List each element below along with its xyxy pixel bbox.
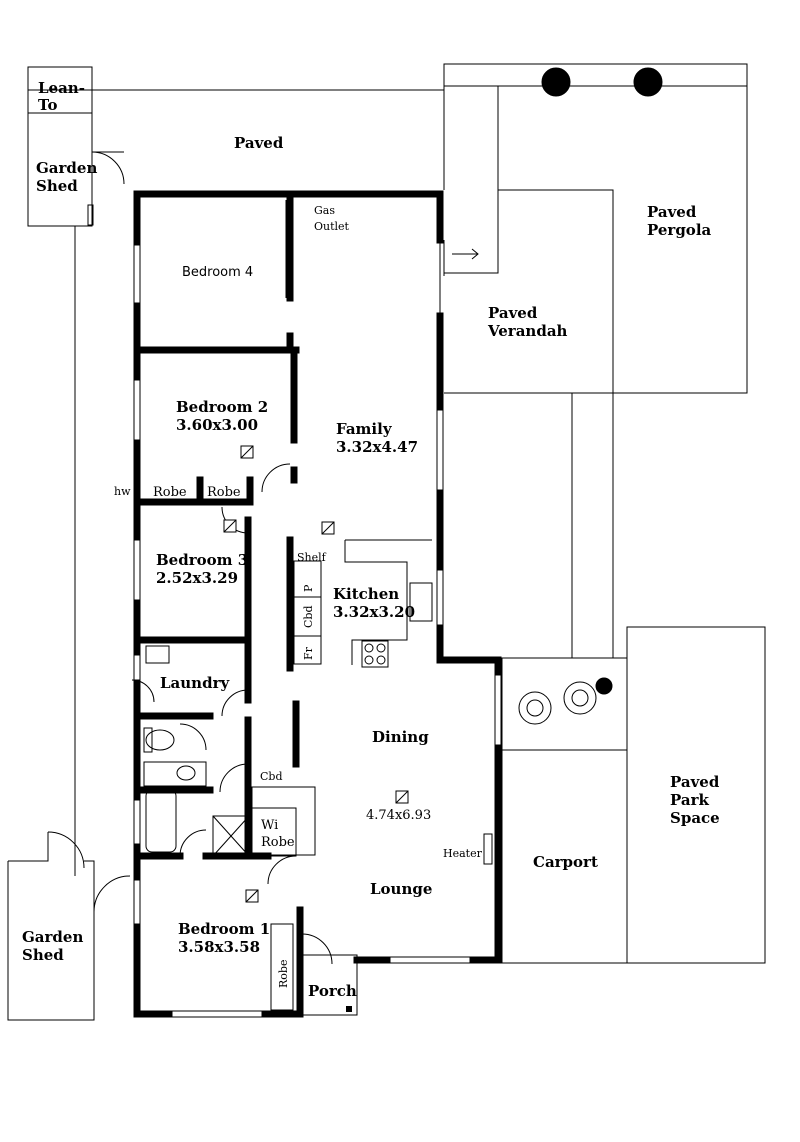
bedroom-4-label: Bedroom 4 (182, 265, 253, 280)
pantry-label: P (302, 584, 315, 592)
gas-outlet-label: Gas (314, 204, 335, 217)
outdoor-lines (7, 63, 766, 1021)
dining-label: Dining (372, 728, 429, 746)
verandah-door (439, 240, 445, 316)
robe-label-c: Robe (277, 960, 290, 988)
lean-to-label: Lean- (38, 79, 85, 97)
shelf-label: Shelf (297, 551, 327, 564)
bedroom-1-size: 3.58x3.58 (178, 938, 260, 956)
lean-to-label-2: To (38, 96, 57, 114)
family-label: Family (336, 420, 393, 438)
garden-shed-bottom-label: Garden (22, 928, 83, 946)
paved-verandah-label-2: Verandah (487, 322, 568, 340)
vents (223, 445, 409, 903)
labels: Lean- To Paved Garden Shed Gas Outlet Be… (22, 79, 720, 1000)
robe-label-a: Robe (153, 485, 187, 500)
cbd-label: Cbd (260, 770, 283, 783)
hw-label: hw (114, 485, 131, 498)
paved-verandah-label: Paved (488, 304, 538, 322)
windows (133, 244, 502, 1018)
paved-pergola-label-2: Pergola (647, 221, 712, 239)
wi-robe-label: Wi (261, 818, 278, 833)
heater-label: Heater (443, 847, 483, 860)
kitchen-label: Kitchen (333, 585, 399, 603)
paved-park-label-3: Space (670, 809, 720, 827)
kitchen-size: 3.32x3.20 (333, 603, 415, 621)
door-swings (47, 151, 333, 965)
porch-label: Porch (308, 982, 357, 1000)
fridge-label: Fr (302, 646, 315, 660)
garden-shed-top-label-2: Shed (36, 177, 78, 195)
garden-shed-bottom-label-2: Shed (22, 946, 64, 964)
family-size: 3.32x4.47 (336, 438, 418, 456)
plant-icons (518, 67, 663, 725)
paved-pergola-label: Paved (647, 203, 697, 221)
shed-door-mark (87, 204, 94, 226)
bedroom-1-label: Bedroom 1 (178, 920, 270, 938)
living-size: 4.74x6.93 (366, 808, 431, 823)
bedroom-2-label: Bedroom 2 (176, 398, 268, 416)
paved-park-label: Paved (670, 773, 720, 791)
walls (133, 190, 502, 1018)
lounge-label: Lounge (370, 880, 432, 898)
porch-post (346, 1006, 352, 1012)
paved-park-label-2: Park (670, 791, 709, 809)
carport-label: Carport (533, 853, 598, 871)
laundry-label: Laundry (160, 674, 230, 692)
paved-top-label: Paved (234, 134, 284, 152)
cupboard-vertical-label: Cbd (302, 606, 315, 629)
robe-label-b: Robe (207, 485, 241, 500)
gas-outlet-label-2: Outlet (314, 220, 350, 233)
bedroom-3-label: Bedroom 3 (156, 551, 248, 569)
garden-shed-top-label: Garden (36, 159, 97, 177)
bedroom-3-size: 2.52x3.29 (156, 569, 238, 587)
wi-robe-label-2: Robe (261, 835, 295, 850)
bedroom-2-size: 3.60x3.00 (176, 416, 258, 434)
